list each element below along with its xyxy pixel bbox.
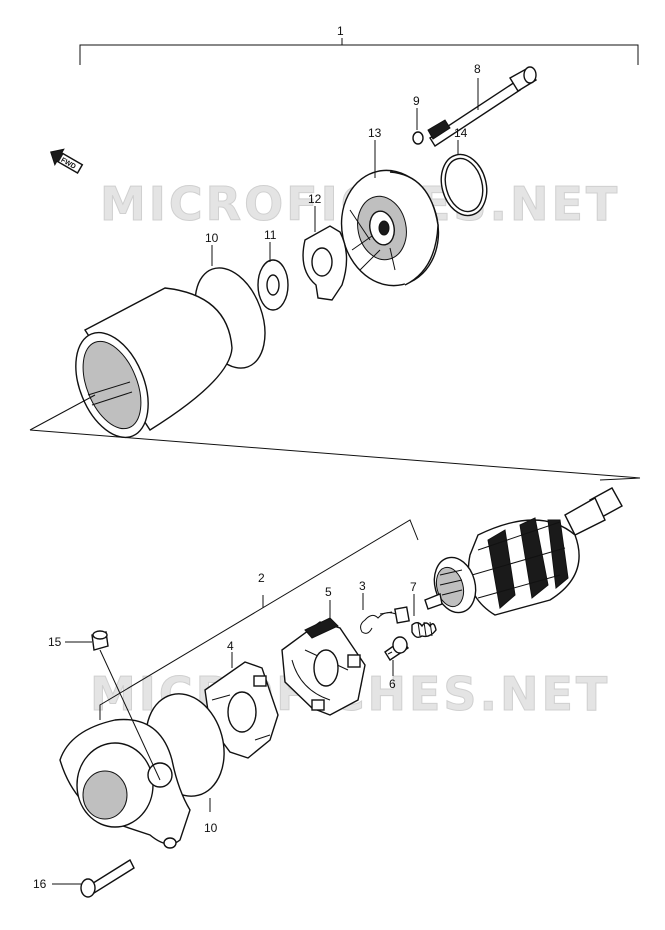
callout-15: 15 xyxy=(48,635,62,649)
callout-14: 14 xyxy=(454,126,468,140)
callout-3: 3 xyxy=(359,579,366,593)
fwd-arrow-icon: FWD xyxy=(50,148,84,175)
cover-screw xyxy=(91,630,109,651)
connector-line-right xyxy=(599,477,641,481)
brush-holder xyxy=(281,617,366,716)
callout-7: 7 xyxy=(410,580,417,594)
front-o-ring xyxy=(440,153,488,217)
connector-line-left xyxy=(29,394,96,431)
callout-6: 6 xyxy=(389,677,396,691)
callout-11: 11 xyxy=(264,228,277,242)
thrust-washer xyxy=(257,259,289,311)
callout-12: 12 xyxy=(308,192,322,206)
callout-2: 2 xyxy=(258,571,265,585)
callout-9: 9 xyxy=(413,94,420,108)
callout-1: 1 xyxy=(337,24,344,38)
yoke-housing xyxy=(75,287,233,439)
callout-5: 5 xyxy=(325,585,332,599)
callout-10-top: 10 xyxy=(205,231,219,245)
callout-8: 8 xyxy=(474,62,481,76)
assembly-bracket-1 xyxy=(79,38,639,65)
connector-line-long xyxy=(29,429,641,479)
front-housing xyxy=(340,169,440,287)
cover-long-bolt xyxy=(80,858,135,898)
brush-spring xyxy=(411,621,437,639)
lock-plate xyxy=(302,225,348,301)
callout-4: 4 xyxy=(227,639,234,653)
callout-13: 13 xyxy=(368,126,382,140)
fwd-label: FWD xyxy=(59,157,76,171)
assembly-bracket-2 xyxy=(99,519,419,720)
screw-axis-line xyxy=(99,649,161,781)
callout-10-bottom: 10 xyxy=(204,821,218,835)
armature xyxy=(424,487,623,616)
through-bolt xyxy=(427,66,537,147)
small-o-ring xyxy=(412,131,424,145)
rear-end-cover xyxy=(59,718,191,849)
brush-lead xyxy=(360,606,410,634)
terminal-screw xyxy=(384,636,410,661)
callout-16: 16 xyxy=(33,877,47,891)
